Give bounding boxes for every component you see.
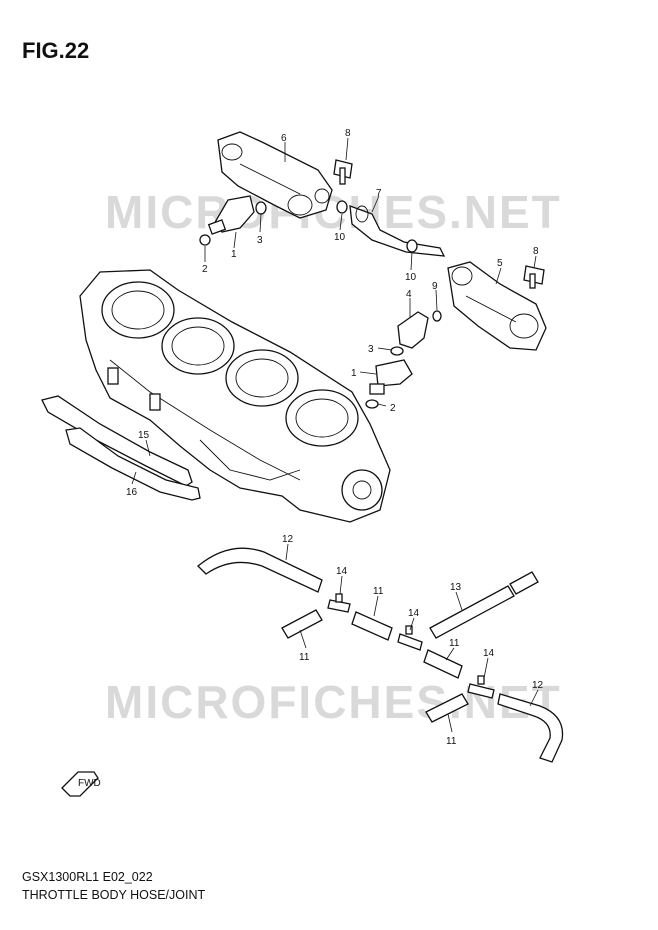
- callout-11-b: 11: [373, 586, 384, 597]
- callout-1-right: 1: [351, 368, 357, 379]
- o-ring-10-a: [336, 200, 348, 214]
- hose-13: [429, 571, 539, 639]
- callout-10-a: 10: [334, 232, 346, 243]
- callout-3-left: 3: [257, 235, 263, 246]
- injector-left: [207, 195, 255, 235]
- injector-right: [369, 359, 413, 395]
- tee-14-c: [467, 675, 495, 699]
- callout-8-right: 8: [533, 246, 539, 257]
- hose-11-a: [281, 609, 323, 639]
- fuel-joint-7: [349, 205, 446, 257]
- callout-14-a: 14: [336, 566, 348, 577]
- callout-8-upper: 8: [345, 128, 351, 139]
- leader-lines: [131, 137, 539, 733]
- tee-14-a: [327, 593, 351, 613]
- fwd-arrow-icon: FWD: [61, 771, 101, 797]
- callout-7: 7: [376, 188, 382, 199]
- callout-11-c: 11: [449, 638, 460, 649]
- callout-6: 6: [281, 133, 287, 144]
- callout-12-bottom: 12: [532, 680, 544, 691]
- callout-16: 16: [126, 487, 138, 498]
- o-ring-2-right: [365, 399, 379, 409]
- o-ring-2-left: [199, 234, 211, 246]
- callout-4: 4: [406, 289, 412, 300]
- watermark-top: MICROFICHES.NET: [105, 186, 562, 238]
- callout-5: 5: [497, 258, 503, 269]
- callout-numbers: 6 8 7 3 1 2 10 10 8 5 9 4 3 1 2 15 16 12…: [126, 128, 544, 747]
- footer-model-code: GSX1300RL1 E02_022: [22, 870, 153, 884]
- callout-14-b: 14: [408, 608, 420, 619]
- o-ring-9: [432, 310, 442, 322]
- callout-2-left: 2: [202, 264, 208, 275]
- hose-12-bottom: [497, 693, 564, 763]
- fwd-label: FWD: [78, 778, 101, 789]
- fuel-joint-4: [397, 311, 429, 349]
- callout-1-left: 1: [231, 249, 237, 260]
- callout-10-b: 10: [405, 272, 417, 283]
- hose-11-b: [351, 611, 393, 641]
- callout-12-top: 12: [282, 534, 294, 545]
- fuel-rail-right: [447, 261, 547, 351]
- hose-11-c: [423, 649, 463, 679]
- bolt-upper-left: [333, 159, 353, 185]
- throttle-body-assembly: [79, 269, 391, 523]
- hose-15-16: [41, 395, 201, 501]
- callout-14-c: 14: [483, 648, 495, 659]
- callout-15: 15: [138, 430, 150, 441]
- callout-11-d: 11: [446, 736, 457, 747]
- hose-11-d: [425, 693, 469, 723]
- fuel-rail-left: [217, 131, 333, 219]
- callout-3-right: 3: [368, 344, 374, 355]
- o-ring-10-b: [406, 239, 418, 253]
- watermark-bottom: MICROFICHES.NET: [105, 676, 562, 728]
- callout-13: 13: [450, 582, 462, 593]
- o-ring-3-left: [255, 201, 267, 215]
- callout-9: 9: [432, 281, 438, 292]
- footer-section-name: THROTTLE BODY HOSE/JOINT: [22, 888, 206, 902]
- callout-11-a: 11: [299, 652, 310, 663]
- callout-2-right: 2: [390, 403, 396, 414]
- tee-14-b: [397, 625, 423, 651]
- figure-title: FIG.22: [22, 38, 90, 63]
- o-ring-3-right: [390, 346, 404, 356]
- hose-12-top: [197, 547, 323, 593]
- bolt-upper-right: [523, 265, 545, 289]
